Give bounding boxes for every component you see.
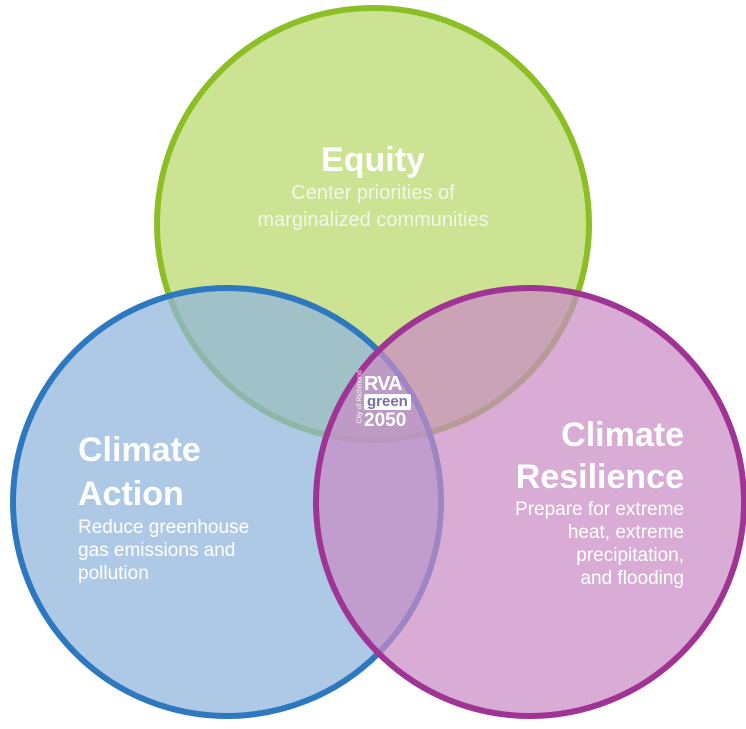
equity-label-group: Equity Center priorities of marginalized… bbox=[180, 140, 566, 234]
climate-resilience-description-line-1: Prepare for extreme bbox=[515, 499, 684, 520]
climate-resilience-label-group: Climate Resilience Prepare for extreme h… bbox=[420, 414, 684, 590]
climate-resilience-description-line-3: precipitation, bbox=[576, 545, 684, 566]
logo-year-text: 2050 bbox=[364, 410, 407, 431]
equity-title: Equity bbox=[321, 141, 425, 179]
equity-description-line-2: marginalized communities bbox=[257, 209, 489, 231]
climate-action-description-line-3: pollution bbox=[78, 563, 149, 584]
logo-word-text: green bbox=[364, 394, 411, 410]
equity-description-line-1: Center priorities of bbox=[291, 182, 455, 204]
climate-resilience-title-line-1: Climate bbox=[561, 416, 684, 454]
climate-resilience-description-line-2: heat, extreme bbox=[567, 522, 684, 543]
logo-brand-text: RVA bbox=[364, 373, 402, 395]
climate-action-title-line-1: Climate bbox=[78, 431, 201, 469]
logo-city-text: City of Richmond bbox=[356, 370, 364, 424]
climate-resilience-circle bbox=[313, 285, 746, 719]
rva-green-2050-logo: City of Richmond RVA green 2050 bbox=[352, 370, 412, 436]
climate-action-label-group: Climate Action Reduce greenhouse gas emi… bbox=[78, 428, 338, 585]
climate-resilience-description-line-4: and flooding bbox=[580, 568, 684, 589]
climate-action-description-line-2: gas emissions and bbox=[78, 540, 236, 561]
climate-action-description-line-1: Reduce greenhouse bbox=[78, 517, 250, 538]
climate-resilience-title-line-2: Resilience bbox=[515, 458, 684, 496]
climate-action-title-line-2: Action bbox=[78, 475, 184, 513]
